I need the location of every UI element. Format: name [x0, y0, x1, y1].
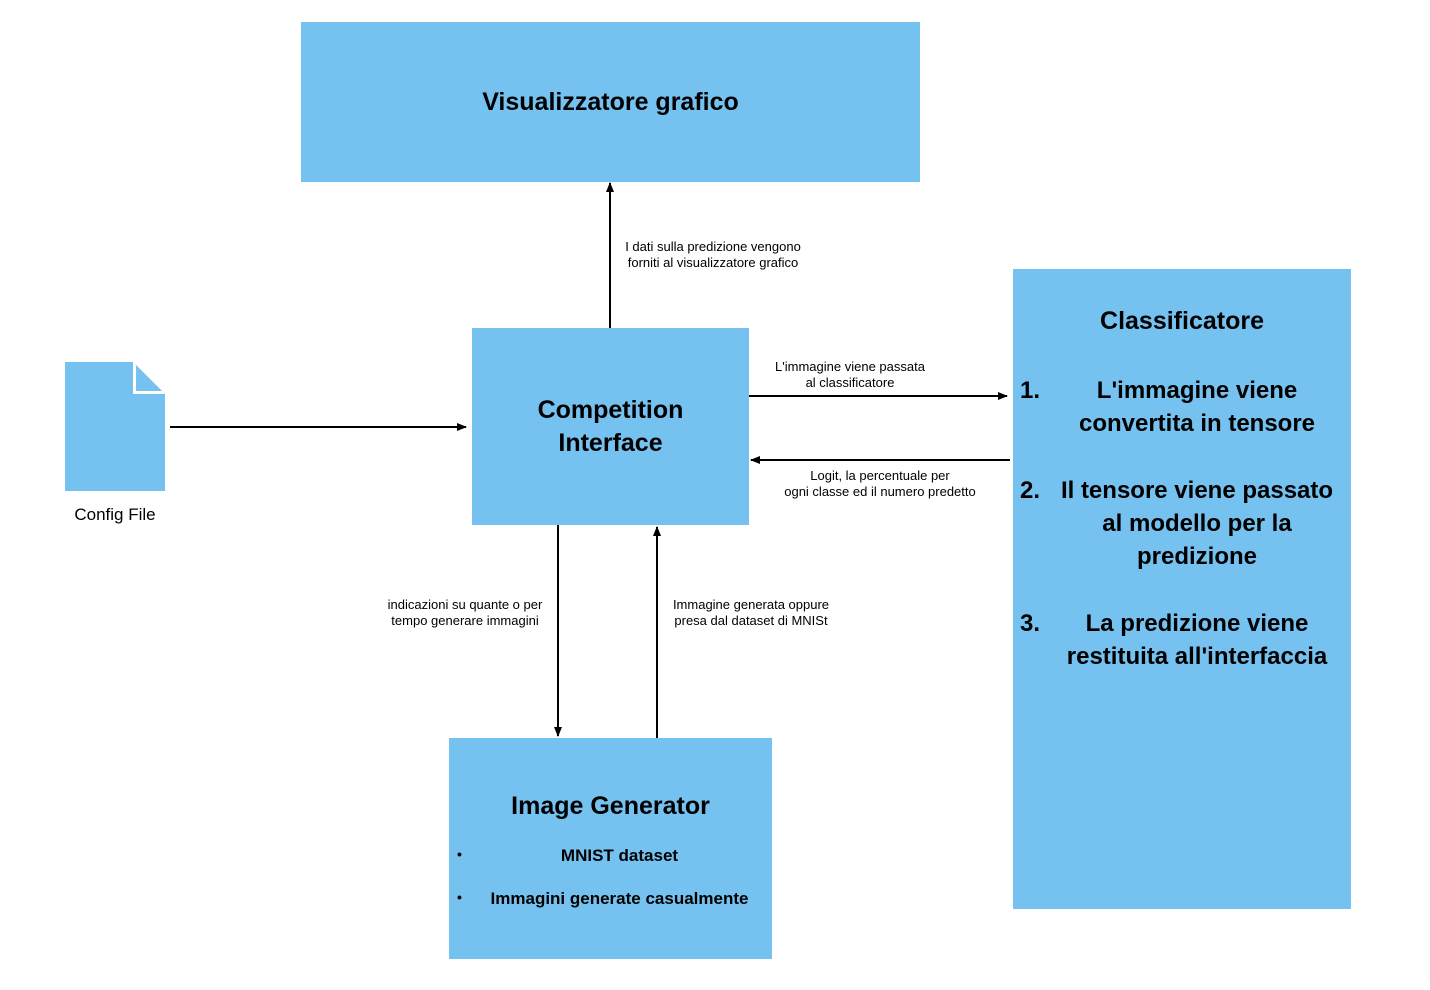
edge-label-to-classifier: L'immagine viene passata al classificato…: [750, 359, 950, 391]
step-number: 2.: [1020, 477, 1041, 504]
document-icon: [65, 362, 165, 491]
interface-title-line2: Interface: [558, 429, 663, 457]
step-text: La predizione viene restituita all'inter…: [1066, 610, 1328, 670]
config-file-label: Config File: [74, 505, 156, 524]
classifier-title: Classificatore: [1100, 307, 1264, 335]
edge-label-from-classifier: Logit, la percentuale per ogni classe ed…: [760, 468, 1000, 500]
edge-label-line: forniti al visualizzatore grafico: [627, 255, 799, 270]
generator-item-text: MNIST dataset: [560, 846, 679, 865]
edge-label-to-visualizer: I dati sulla predizione vengono forniti …: [603, 239, 823, 271]
generator-item: • Immagini generate casualmente: [449, 889, 772, 909]
step-text: L'immagine viene convertita in tensore: [1078, 377, 1316, 437]
bullet: •: [457, 846, 462, 862]
generator-item-text: Immagini generate casualmente: [490, 889, 749, 908]
edge-label-from-generator: Immagine generata oppure presa dal datas…: [651, 597, 851, 629]
edge-label-line: L'immagine viene passata: [775, 359, 925, 374]
visualizer-title: Visualizzatore grafico: [482, 88, 739, 116]
classifier-step: 1. L'immagine viene convertita in tensor…: [1013, 374, 1351, 440]
generator-title: Image Generator: [511, 792, 710, 820]
edge-label-line: I dati sulla predizione vengono: [625, 239, 801, 254]
edge-label-line: tempo generare immagini: [391, 613, 539, 628]
edge-label-to-generator: indicazioni su quante o per tempo genera…: [365, 597, 565, 629]
classifier-step: 2. Il tensore viene passato al modello p…: [1013, 474, 1351, 573]
interface-title: Competition Interface: [472, 394, 749, 460]
edge-label-line: presa dal dataset di MNISt: [674, 613, 828, 628]
classifier-box: Classificatore 1. L'immagine viene conve…: [1013, 269, 1351, 909]
bullet: •: [457, 889, 462, 905]
edge-label-line: Logit, la percentuale per: [810, 468, 950, 483]
step-text: Il tensore viene passato al modello per …: [1060, 477, 1334, 570]
edge-label-line: ogni classe ed il numero predetto: [784, 484, 976, 499]
edge-label-line: indicazioni su quante o per: [387, 597, 543, 612]
classifier-steps: 1. L'immagine viene convertita in tensor…: [1013, 374, 1351, 673]
edge-label-line: al classificatore: [805, 375, 895, 390]
generator-item: • MNIST dataset: [449, 846, 772, 866]
classifier-step: 3. La predizione viene restituita all'in…: [1013, 607, 1351, 673]
step-number: 1.: [1020, 377, 1041, 404]
edge-label-line: Immagine generata oppure: [672, 597, 830, 612]
step-number: 3.: [1020, 610, 1041, 637]
interface-title-line1: Competition: [537, 396, 684, 424]
interface-box: Competition Interface: [472, 328, 749, 525]
visualizer-box: Visualizzatore grafico: [301, 22, 920, 182]
generator-box: Image Generator • MNIST dataset • Immagi…: [449, 738, 772, 959]
